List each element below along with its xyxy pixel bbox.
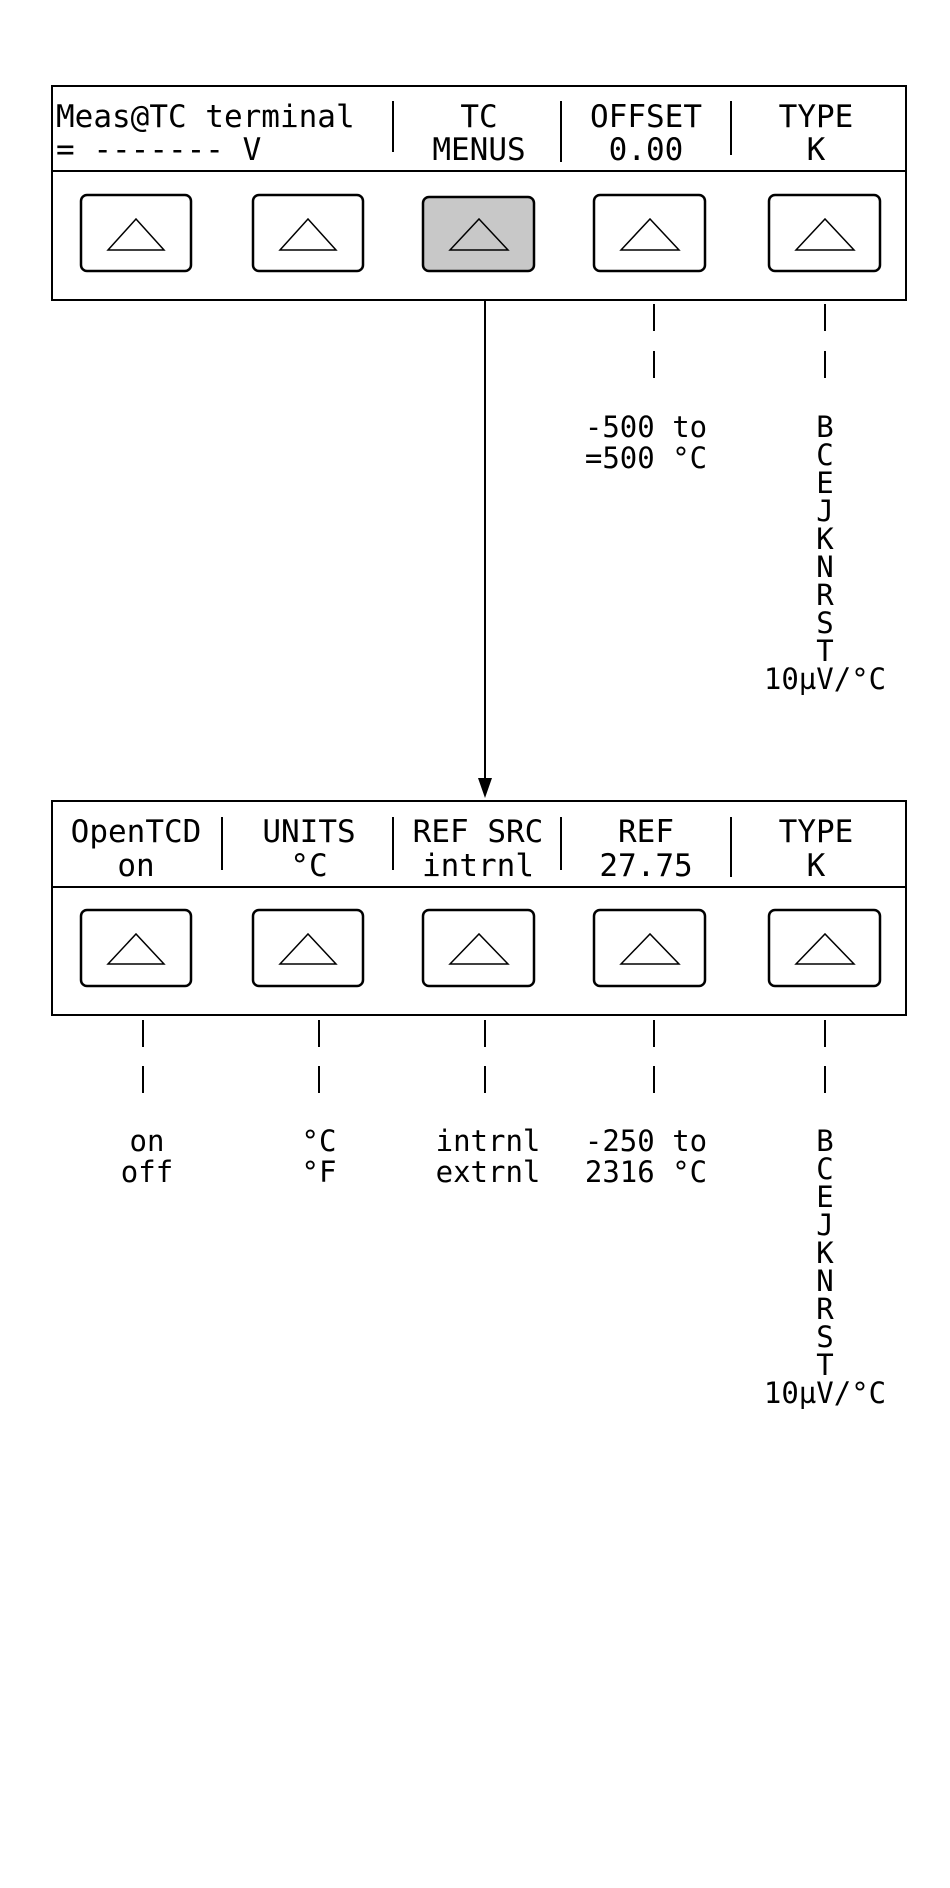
arrow-down-icon: [478, 778, 492, 798]
field-opentcd-value: on: [117, 848, 154, 884]
field-ref-src-value: intrnl: [422, 848, 534, 884]
field-meas-value: = ------- V: [56, 132, 261, 168]
submenu-arrow: [478, 300, 492, 798]
softkey-1[interactable]: [81, 195, 191, 271]
field-type-value: K: [807, 848, 826, 884]
ref-src-option: extrnl: [436, 1155, 541, 1189]
opentcd-option: off: [121, 1155, 173, 1189]
field-ref-value: 27.75: [599, 848, 692, 884]
softkey-2[interactable]: [253, 910, 363, 986]
panel-tc-menu: Meas@TC terminal = ------- V TC MENUS OF…: [52, 86, 906, 696]
softkey-5[interactable]: [769, 910, 880, 986]
field-tc-menus-label: TC: [460, 99, 497, 135]
type-option: 10µV/°C: [764, 662, 886, 696]
option-list-type: B C E J K N R S T 10µV/°C: [764, 1124, 886, 1410]
ref-src-option: intrnl: [436, 1124, 541, 1158]
field-ref-label: REF: [618, 814, 674, 850]
field-units-value: °C: [290, 848, 327, 884]
units-option: °C: [302, 1124, 337, 1158]
field-opentcd-label: OpenTCD: [71, 814, 202, 850]
field-tc-menus-value: MENUS: [432, 132, 525, 168]
softkey-2[interactable]: [253, 195, 363, 271]
field-units-label: UNITS: [262, 814, 355, 850]
ref-range-line: -250 to: [585, 1124, 707, 1158]
option-list-opentcd: on off: [121, 1124, 173, 1189]
field-type-value: K: [807, 132, 826, 168]
offset-range-line: -500 to: [585, 410, 707, 444]
option-list-ref-src: intrnl extrnl: [436, 1124, 541, 1189]
option-list-units: °C °F: [302, 1124, 337, 1189]
panel-tc-submenu: OpenTCD on UNITS °C REF SRC intrnl REF 2…: [52, 801, 906, 1410]
softkey-3-tc-menus[interactable]: [423, 197, 534, 271]
ref-range-line: 2316 °C: [585, 1155, 707, 1189]
softkey-3[interactable]: [423, 910, 534, 986]
field-offset-label: OFFSET: [590, 99, 702, 135]
offset-range-line: =500 °C: [585, 441, 707, 475]
softkey-1[interactable]: [81, 910, 191, 986]
field-meas-label: Meas@TC terminal: [56, 99, 355, 135]
field-type-label: TYPE: [779, 99, 854, 135]
softkey-5[interactable]: [769, 195, 880, 271]
option-list-type: B C E J K N R S T 10µV/°C: [764, 410, 886, 696]
option-list-offset: -500 to =500 °C: [585, 410, 707, 475]
type-option: 10µV/°C: [764, 1376, 886, 1410]
softkey-4[interactable]: [594, 195, 705, 271]
softkey-4[interactable]: [594, 910, 705, 986]
option-list-ref: -250 to 2316 °C: [585, 1124, 707, 1189]
units-option: °F: [302, 1155, 337, 1189]
field-type-label: TYPE: [779, 814, 854, 850]
opentcd-option: on: [130, 1124, 165, 1158]
field-offset-value: 0.00: [609, 132, 684, 168]
field-ref-src-label: REF SRC: [413, 814, 544, 850]
